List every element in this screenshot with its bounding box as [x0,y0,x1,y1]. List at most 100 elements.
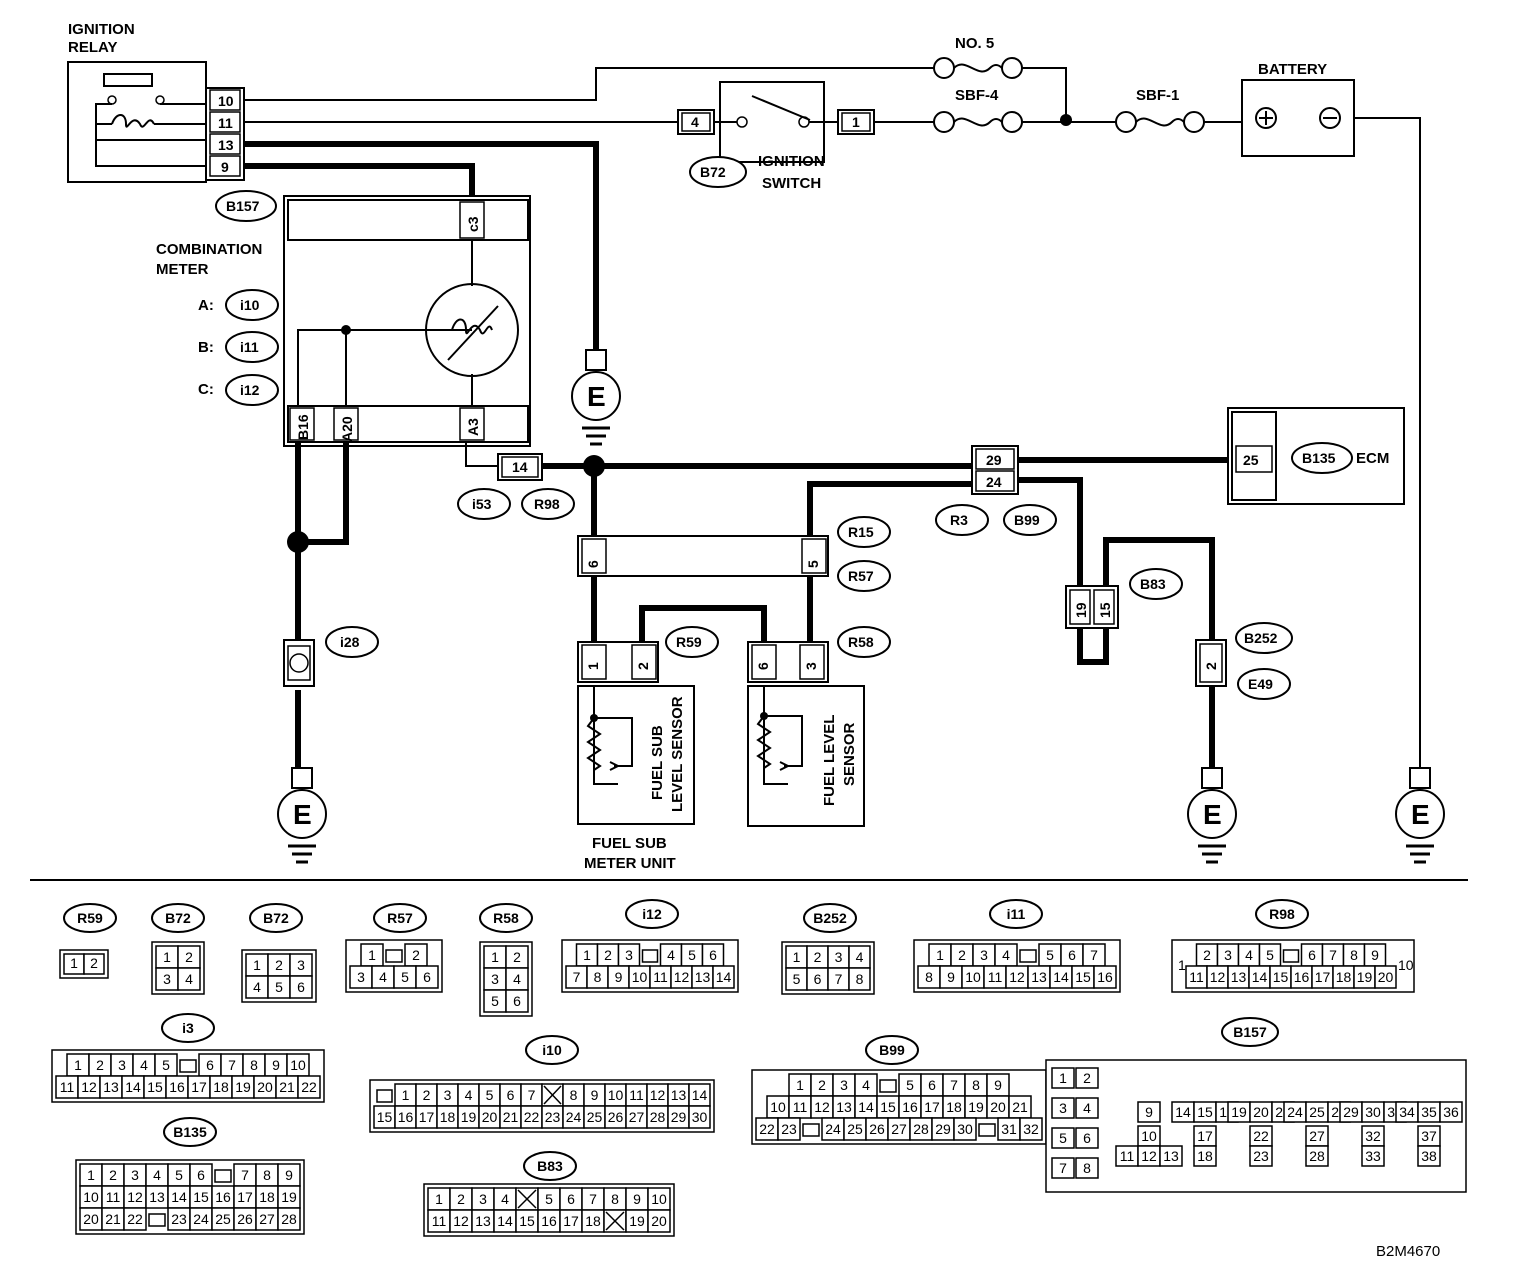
face-cell: 16 [1294,969,1310,985]
face-cell: 3 [491,971,499,987]
badge-b99: B99 [1014,512,1040,528]
face-cell: 11 [106,1189,121,1205]
meter-pin-b16: B16 [295,414,311,440]
combination-meter-label-1: COMBINATION [156,241,262,258]
face-cell: 18 [259,1189,275,1205]
r59-pin-2: 2 [635,662,651,670]
face-cell: 2 [412,947,420,963]
face-cell: 21 [105,1211,121,1227]
face-cell: 12 [650,1087,666,1103]
face-cell: 25 [587,1109,603,1125]
face-cell: 35 [1421,1104,1437,1120]
face-cell: 14 [1175,1104,1191,1120]
face-cell: 7 [228,1057,236,1073]
face-cell: 18 [213,1079,229,1095]
face-cell: 28 [281,1211,297,1227]
face-cell: 2 [604,947,612,963]
face-cell: 17 [563,1213,579,1229]
face-cell: 6 [928,1077,936,1093]
face-cell: 18 [440,1109,456,1125]
badge-b83: B83 [1140,576,1166,592]
face-cell: 32 [1023,1121,1039,1137]
face-cell: 7 [241,1167,249,1183]
face-cell: 19 [281,1189,297,1205]
face-cell: 24 [825,1121,841,1137]
badge-r59: R59 [676,634,702,650]
badge-b252: B252 [1244,630,1278,646]
face-cell: 7 [1059,1160,1067,1176]
badge-i11: i11 [240,339,259,355]
face-cell: 2 [275,957,283,973]
r59-pin-1: 1 [585,662,601,670]
face-cell: 16 [169,1079,185,1095]
r58-pin-3: 3 [803,662,819,670]
face-cell: 23 [171,1211,187,1227]
face-cell: 20 [257,1079,273,1095]
switch-pin-4: 4 [691,114,699,130]
face-cell: 8 [263,1167,271,1183]
face-cell: 11 [60,1079,75,1095]
face-cell: 1 [491,949,499,965]
face-cell: 1 [1059,1070,1067,1086]
face-cell: 1 [583,947,591,963]
face-cell: 12 [674,969,690,985]
face-cell: 18 [946,1099,962,1115]
b252-pin-2: 2 [1203,662,1219,670]
face-cell: 5 [1266,947,1274,963]
face-title-r57: R57 [387,910,413,926]
figure-code: B2M4670 [1376,1243,1440,1260]
face-cell: 10 [1141,1128,1157,1144]
face-cell: 11 [793,1099,808,1115]
face-cell: 24 [566,1109,582,1125]
face-cell: 15 [519,1213,535,1229]
fuel-level-sensor-label-1: FUEL LEVEL [821,715,838,806]
face-cell: 12 [81,1079,97,1095]
face-cell: 22 [127,1211,143,1227]
face-cell: 9 [1145,1104,1153,1120]
badge-i28: i28 [340,634,360,650]
face-cell: 4 [185,971,193,987]
b99-pin-24: 24 [986,474,1002,490]
face-cell: 32 [1365,1128,1381,1144]
badge-r58: R58 [848,634,874,650]
face-cell: 11 [629,1087,644,1103]
face-cell: 20 [83,1211,99,1227]
face-cell: 12 [127,1189,143,1205]
face-cell: 18 [1197,1148,1213,1164]
face-cell: 1 [793,949,801,965]
face-cell: 17 [924,1099,940,1115]
switch-pin-1: 1 [852,114,860,130]
face-cell: 31 [1001,1121,1017,1137]
face-cell: 4 [501,1191,509,1207]
face-cell: 1 [70,955,78,971]
face-cell: 12 [453,1213,469,1229]
face-cell: 4 [253,979,261,995]
face-cell: 7 [950,1077,958,1093]
face-cell: 18 [585,1213,601,1229]
face-cell: 5 [275,979,283,995]
face-cell: 2 [814,949,822,965]
face-cell: 9 [947,969,955,985]
face-cell: 1 [368,947,376,963]
fuse-no5-label: NO. 5 [955,35,994,52]
r15-pin-5: 5 [805,560,821,568]
face-cell: 6 [206,1057,214,1073]
face-cell: 4 [153,1167,161,1183]
face-cell: 8 [611,1191,619,1207]
face-cell: 11 [653,969,668,985]
face-cell: 22 [524,1109,540,1125]
face-cell: 24 [1287,1104,1303,1120]
face-cell: 5 [545,1191,553,1207]
face-cell: 5 [486,1087,494,1103]
face-cell: 16 [541,1213,557,1229]
face-cell: 20 [990,1099,1006,1115]
face-title-i12: i12 [642,906,662,922]
ignition-switch-label-1: IGNITION [758,153,825,170]
face-cell: 19 [1357,969,1373,985]
relay-pin-11: 11 [218,115,233,131]
face-cell: 14 [858,1099,874,1115]
